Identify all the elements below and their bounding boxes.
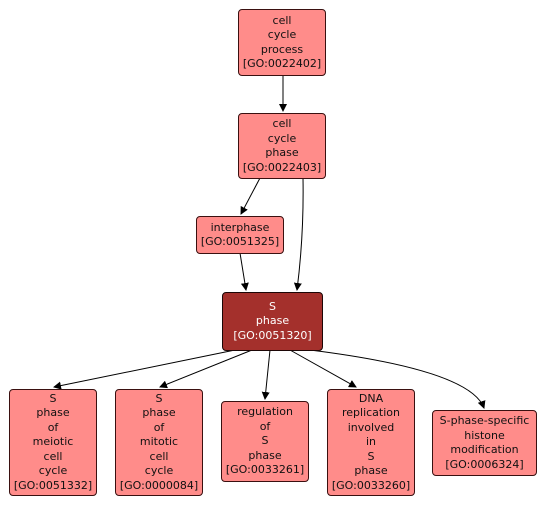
node-label: S phase of meiotic cell cycle [GO:005133… [13, 391, 93, 492]
edge-cell-cycle-phase-to-s-phase [293, 177, 304, 291]
edge-s-phase-to-dna-replication [289, 349, 357, 388]
node-label: S phase [GO:0051320] [233, 299, 312, 342]
node-label: DNA replication involved in S phase [GO:… [331, 391, 411, 492]
node-cell-cycle-process[interactable]: cell cycle process [GO:0022402] [238, 9, 326, 76]
edge-cell-cycle-phase-to-interphase [240, 177, 261, 215]
node-label: regulation of S phase [GO:0033261] [225, 405, 305, 477]
edge-s-phase-to-meiotic [53, 349, 236, 390]
edge-interphase-to-s-phase [239, 252, 249, 291]
node-s-phase-specific-histone-modification[interactable]: S-phase-specific histone modification [G… [432, 410, 537, 476]
edge-s-phase-to-regulation [261, 349, 271, 400]
node-label: cell cycle phase [GO:0022403] [242, 117, 322, 174]
node-interphase[interactable]: interphase [GO:0051325] [196, 216, 284, 254]
node-s-phase-of-meiotic-cell-cycle[interactable]: S phase of meiotic cell cycle [GO:005133… [9, 389, 97, 496]
node-label: interphase [GO:0051325] [200, 220, 280, 249]
node-cell-cycle-phase[interactable]: cell cycle phase [GO:0022403] [238, 113, 326, 179]
edge-s-phase-to-histone [309, 349, 486, 409]
node-dna-replication-involved-in-s-phase[interactable]: DNA replication involved in S phase [GO:… [327, 389, 415, 496]
edge-s-phase-to-mitotic [159, 349, 253, 389]
node-regulation-of-s-phase[interactable]: regulation of S phase [GO:0033261] [221, 401, 309, 482]
node-label: S phase of mitotic cell cycle [GO:000008… [119, 391, 199, 492]
node-label: S-phase-specific histone modification [G… [439, 414, 530, 471]
node-s-phase[interactable]: S phase [GO:0051320] [222, 292, 323, 351]
node-s-phase-of-mitotic-cell-cycle[interactable]: S phase of mitotic cell cycle [GO:000008… [115, 389, 203, 496]
node-label: cell cycle process [GO:0022402] [242, 13, 322, 71]
